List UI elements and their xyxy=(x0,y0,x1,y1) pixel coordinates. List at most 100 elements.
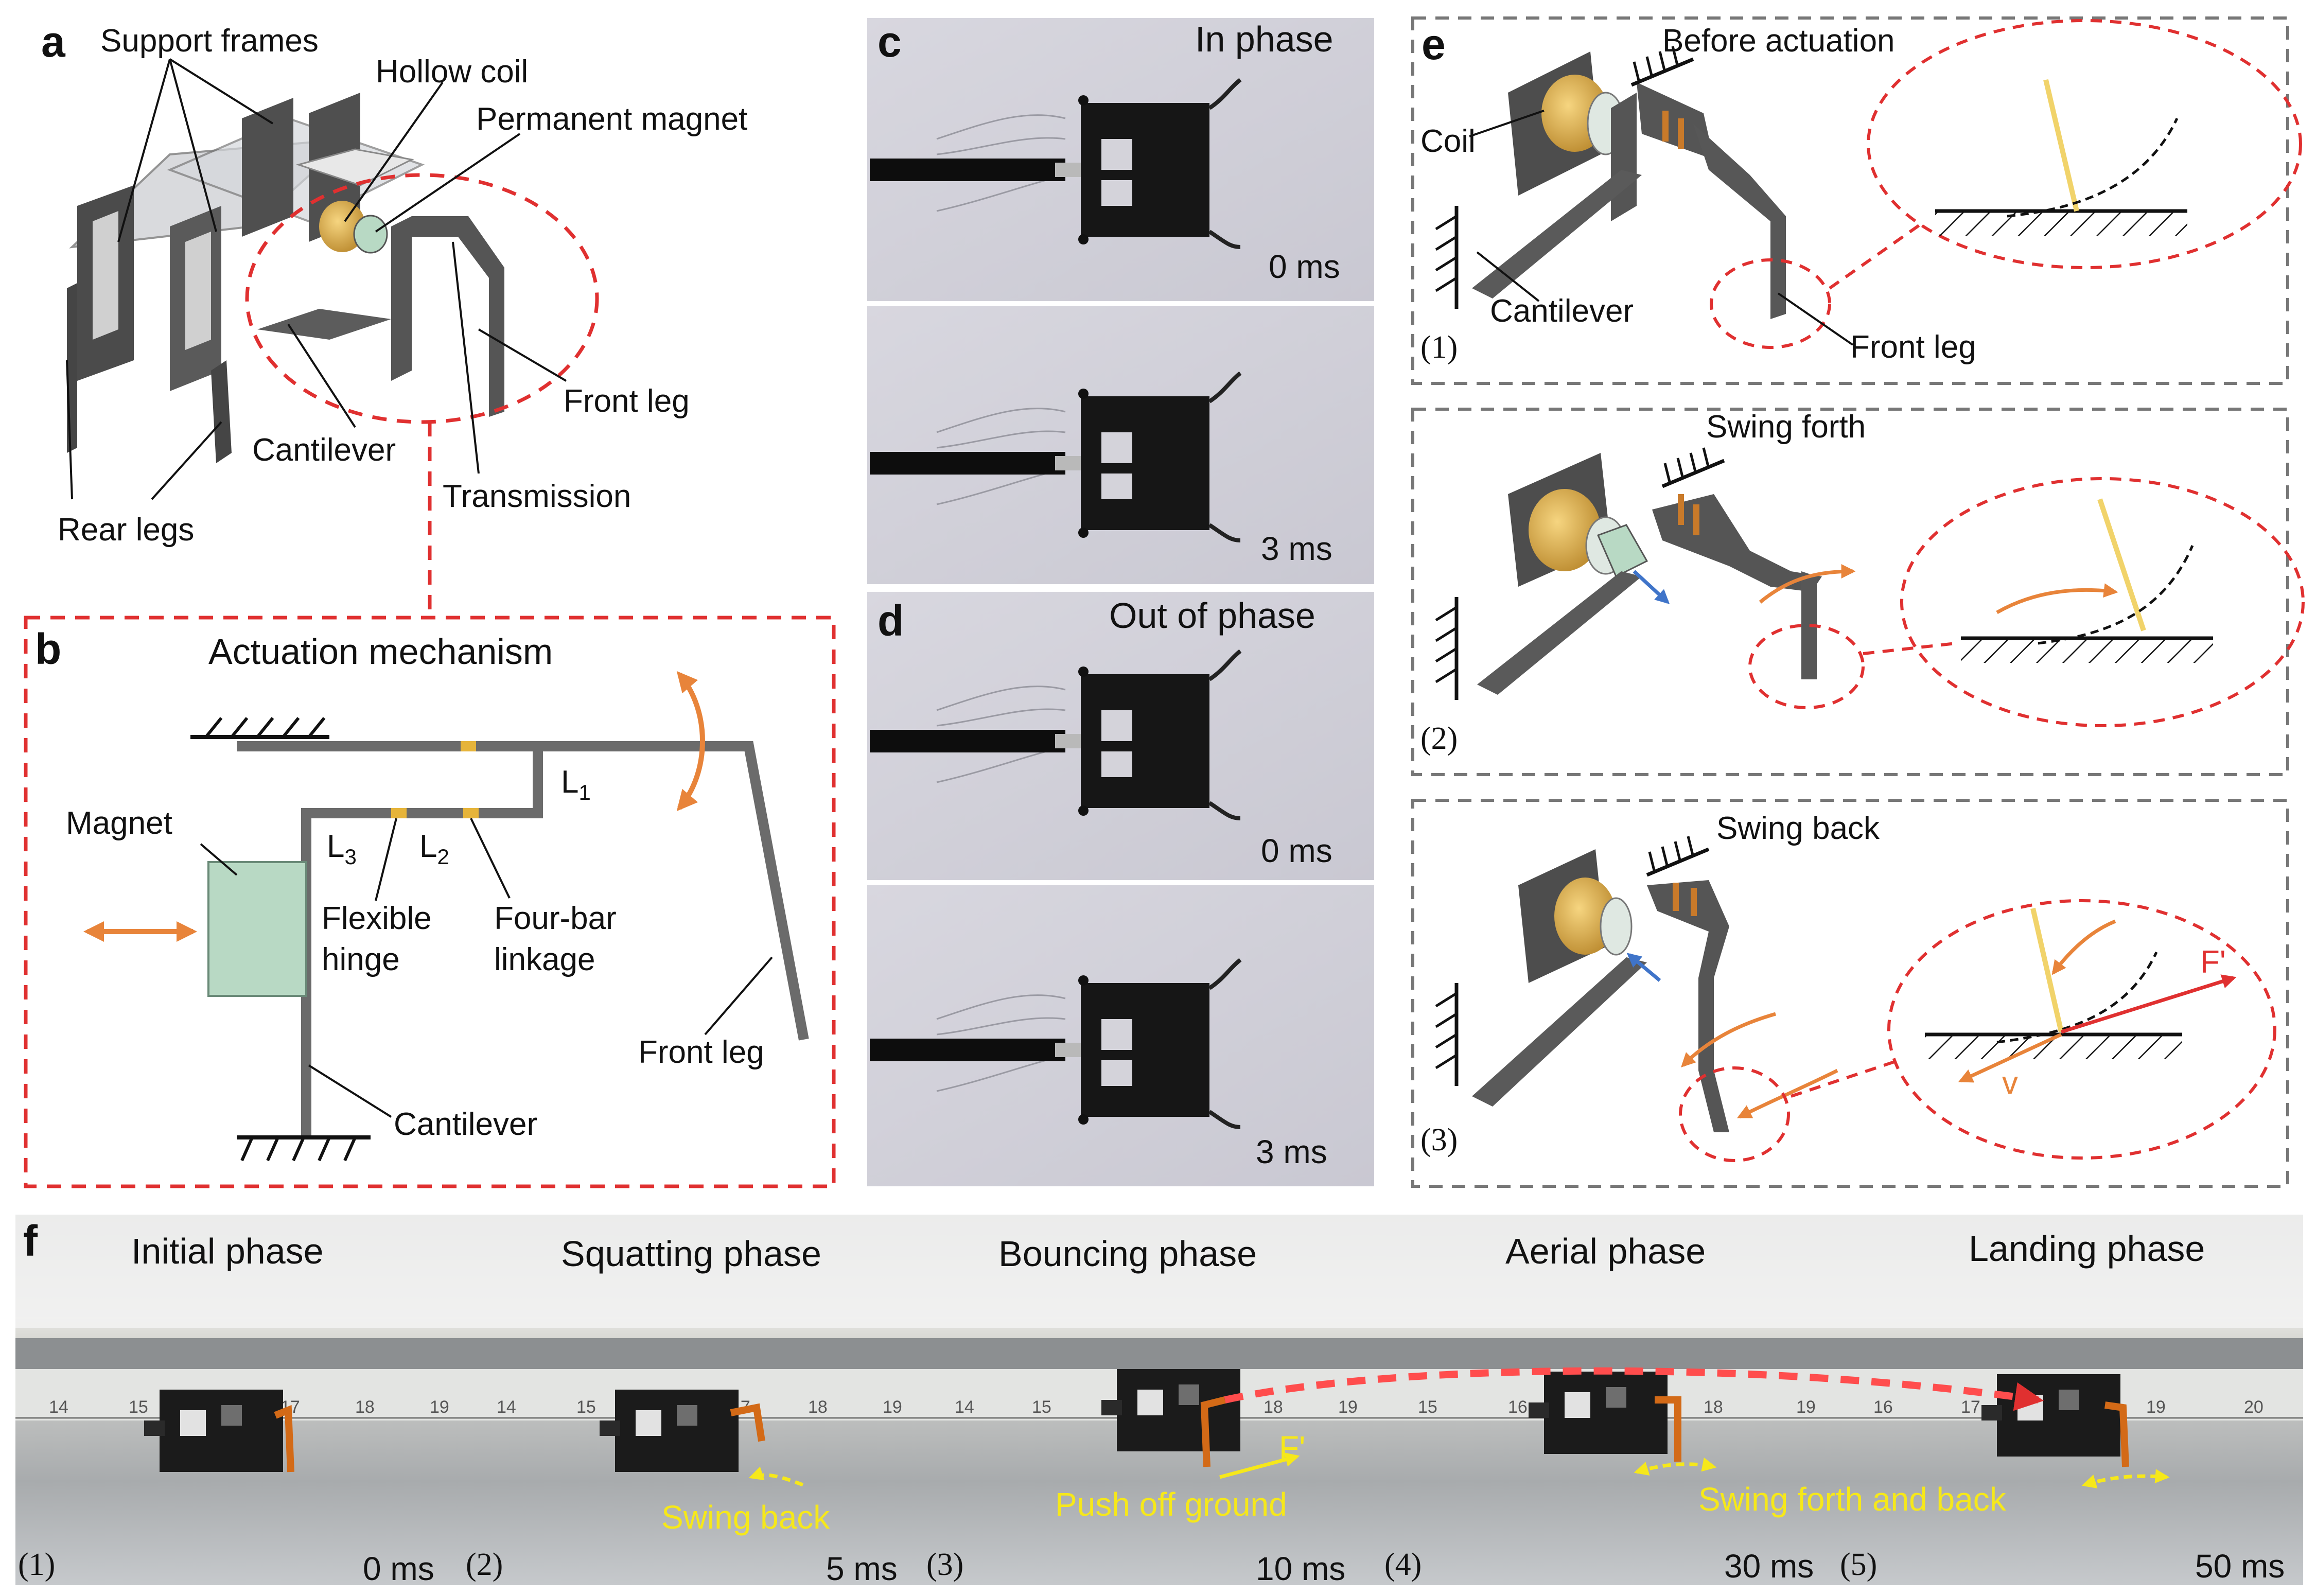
e2-title: Swing forth xyxy=(1706,409,1866,445)
e-step-2: Swing forth (2) xyxy=(1420,409,2305,756)
ground-top-hatch xyxy=(204,717,326,738)
panel-b: b Actuation mechanism xyxy=(24,616,836,1188)
ruler-f5-3: 19 xyxy=(2146,1397,2166,1417)
panel-d-time-1: 0 ms xyxy=(1261,832,1332,869)
label-magnet: Magnet xyxy=(66,805,172,841)
label-transmission: Transmission xyxy=(443,479,631,514)
ruler-f5-4: 20 xyxy=(2244,1397,2264,1417)
b-leaders xyxy=(200,818,773,1118)
label-front-leg-b: Front leg xyxy=(638,1034,764,1070)
label-l1: L1 xyxy=(561,764,591,804)
robot-3d-render xyxy=(67,93,504,463)
ruler-f2-0: 14 xyxy=(497,1397,516,1417)
ruler-f2-5: 19 xyxy=(883,1397,902,1417)
swing-forth-arrow-4 xyxy=(1634,1457,1717,1476)
ruler-f5-1: 17 xyxy=(1961,1397,1980,1417)
panel-c-time-1: 0 ms xyxy=(1269,248,1340,285)
label-four-bar-2: linkage xyxy=(494,942,595,977)
label-permanent-magnet: Permanent magnet xyxy=(476,101,747,137)
swing-forth-arrow-5 xyxy=(2081,1469,2170,1488)
ruler-f4-1: 16 xyxy=(1508,1397,1528,1417)
ruler-f5-0: 16 xyxy=(1873,1397,1893,1417)
flexible-hinges xyxy=(391,741,479,818)
e-step-3: Swing back F' v (3) xyxy=(1420,811,2276,1162)
panel-e: e Before actuation xyxy=(1411,16,2305,1188)
robots-f xyxy=(144,1369,2129,1472)
ruler-f3-1: 15 xyxy=(1032,1397,1051,1417)
label-four-bar-1: Four-bar xyxy=(494,901,617,936)
f2-title: Squatting phase xyxy=(561,1234,821,1274)
e1-label-front-leg: Front leg xyxy=(1850,329,1976,365)
e3-label-force: F' xyxy=(2200,944,2226,980)
f-shared-annotation: Swing forth and back xyxy=(1698,1481,2007,1518)
f2-time: 5 ms xyxy=(826,1550,898,1587)
f1-time: 0 ms xyxy=(363,1550,434,1587)
label-support-frames: Support frames xyxy=(100,23,319,59)
ruler-f2-4: 18 xyxy=(808,1397,828,1417)
label-l3: L3 xyxy=(327,829,357,869)
ruler-f4-4: 19 xyxy=(1796,1397,1816,1417)
panel-e-box-3 xyxy=(1411,799,2289,1188)
e1-label-coil: Coil xyxy=(1420,124,1476,159)
e2-index: (2) xyxy=(1420,721,1458,756)
label-front-leg-a: Front leg xyxy=(564,383,690,419)
panel-c-title: In phase xyxy=(1195,19,1334,59)
label-flexible-hinge-2: hinge xyxy=(322,942,400,977)
f3-index: (3) xyxy=(926,1547,963,1582)
f3-force: F' xyxy=(1279,1429,1305,1466)
ruler-f2-1: 15 xyxy=(576,1397,596,1417)
ground-bottom-hatch xyxy=(240,1136,357,1162)
panel-letter-f: f xyxy=(23,1217,38,1265)
label-l2: L2 xyxy=(419,829,449,869)
panel-letter-a: a xyxy=(41,17,66,66)
ruler-f3-0: 14 xyxy=(955,1397,974,1417)
trajectory xyxy=(1224,1367,2044,1411)
linkage xyxy=(237,741,809,1137)
swing-arrow xyxy=(676,671,705,812)
f3-title: Bouncing phase xyxy=(998,1234,1257,1274)
panel-letter-c: c xyxy=(878,17,902,66)
f4-time: 30 ms xyxy=(1724,1548,1814,1585)
e3-title: Swing back xyxy=(1716,811,1880,846)
f3-time: 10 ms xyxy=(1256,1550,1345,1587)
e1-label-cantilever: Cantilever xyxy=(1490,293,1634,329)
e3-index: (3) xyxy=(1420,1123,1458,1157)
label-hollow-coil: Hollow coil xyxy=(376,54,528,90)
f5-title: Landing phase xyxy=(1969,1229,2205,1269)
f3-annotation: Push off ground xyxy=(1055,1486,1287,1523)
panel-d-title: Out of phase xyxy=(1109,595,1315,636)
panel-e-box-2 xyxy=(1411,408,2289,776)
panel-d-time-2: 3 ms xyxy=(1256,1133,1327,1170)
f5-time: 50 ms xyxy=(2195,1548,2285,1585)
swing-back-arrow xyxy=(748,1466,804,1487)
label-cantilever-a: Cantilever xyxy=(252,432,396,468)
f2-index: (2) xyxy=(466,1547,503,1582)
panel-b-frame xyxy=(24,616,836,1188)
ruler-f4-3: 18 xyxy=(1704,1397,1723,1417)
label-cantilever-b: Cantilever xyxy=(394,1107,537,1142)
e1-title: Before actuation xyxy=(1662,23,1895,59)
label-rear-legs: Rear legs xyxy=(58,512,194,548)
push-arrow xyxy=(1219,1452,1300,1479)
panel-d: d Out of phase 0 ms 3 ms xyxy=(867,592,1374,1186)
ruler-f4-0: 15 xyxy=(1418,1397,1437,1417)
f5-index: (5) xyxy=(1840,1547,1877,1582)
ruler-f1-4: 18 xyxy=(355,1397,375,1417)
e3-label-velocity: v xyxy=(2002,1065,2018,1101)
label-flexible-hinge-1: Flexible xyxy=(322,901,432,936)
panel-e-box-1 xyxy=(1411,16,2289,385)
e1-index: (1) xyxy=(1420,330,1458,365)
f4-index: (4) xyxy=(1384,1547,1422,1582)
panel-c: c In phase 0 ms 3 ms xyxy=(867,17,1374,584)
panel-letter-e: e xyxy=(1422,20,1446,68)
panel-f: 14 15 16 17 18 19 14 15 16 17 18 19 14 1… xyxy=(15,1215,2303,1587)
panel-a: a xyxy=(41,17,747,618)
panel-letter-d: d xyxy=(878,597,904,645)
f1-index: (1) xyxy=(18,1547,55,1582)
zoom-ellipse xyxy=(245,173,599,424)
f1-title: Initial phase xyxy=(131,1231,324,1271)
ruler-f1-0: 14 xyxy=(49,1397,68,1417)
panel-letter-b: b xyxy=(35,625,61,673)
f4-title: Aerial phase xyxy=(1505,1231,1706,1271)
